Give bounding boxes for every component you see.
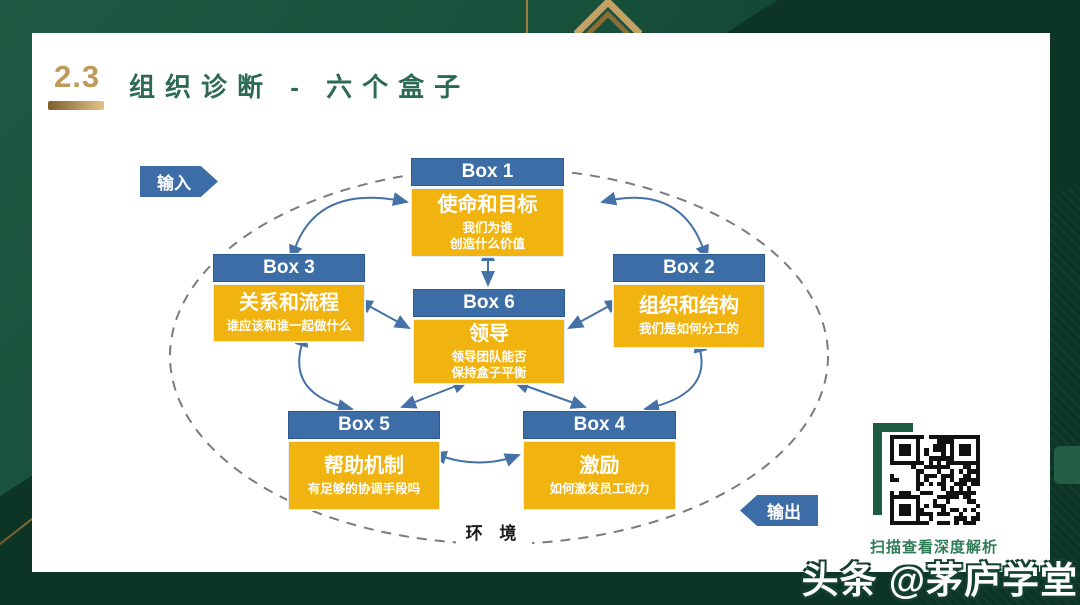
box-4: Box 4 激励 如何激发员工动力 bbox=[523, 411, 676, 510]
box-3: Box 3 关系和流程 谁应该和谁一起做什么 bbox=[213, 254, 365, 342]
box-5-title: 帮助机制 bbox=[324, 454, 404, 477]
box-6-title: 领导 bbox=[469, 322, 509, 345]
section-number: 2.3 bbox=[54, 59, 101, 94]
box-1-subtitle: 我们为谁创造什么价值 bbox=[449, 220, 525, 251]
gold-line-decoration bbox=[526, 0, 528, 34]
box-6: Box 6 领导 领导团队能否保持盒子平衡 bbox=[413, 289, 565, 384]
connector-arrows bbox=[169, 167, 829, 545]
corner-chip-decoration bbox=[1054, 446, 1080, 484]
box-6-header: Box 6 bbox=[413, 289, 565, 317]
watermark: 头条 @茅庐学堂 bbox=[801, 560, 1078, 601]
section-underline bbox=[48, 101, 104, 110]
box-2-subtitle: 我们是如何分工的 bbox=[638, 322, 739, 337]
qr-corner-bracket bbox=[873, 423, 913, 515]
environment-label: 环 境 bbox=[456, 520, 532, 548]
slide-card: 2.3 组织诊断 - 六个盒子 输入 输出 Box bbox=[32, 33, 1050, 572]
qr-code bbox=[888, 433, 982, 527]
qr-caption: 扫描查看深度解析 bbox=[870, 539, 999, 556]
box-1-title: 使命和目标 bbox=[437, 193, 538, 216]
box-2-title: 组织和结构 bbox=[639, 295, 739, 318]
output-label: 输出 bbox=[767, 503, 801, 522]
box-3-title: 关系和流程 bbox=[239, 292, 339, 315]
box-3-header: Box 3 bbox=[213, 254, 365, 282]
box-1: Box 1 使命和目标 我们为谁创造什么价值 bbox=[411, 158, 564, 257]
box-4-header: Box 4 bbox=[523, 411, 676, 439]
box-4-subtitle: 如何激发员工动力 bbox=[549, 481, 650, 496]
box-6-subtitle: 领导团队能否保持盒子平衡 bbox=[451, 349, 527, 380]
input-arrow: 输入 bbox=[140, 166, 218, 197]
box-5-header: Box 5 bbox=[288, 411, 440, 439]
box-4-title: 激励 bbox=[579, 454, 620, 477]
box-2-header: Box 2 bbox=[613, 254, 765, 282]
box-5-subtitle: 有足够的协调手段吗 bbox=[307, 481, 421, 496]
output-arrow: 输出 bbox=[740, 495, 818, 526]
box-1-header: Box 1 bbox=[411, 158, 564, 186]
page-title: 组织诊断 - 六个盒子 bbox=[129, 72, 471, 102]
gold-chevron-icon bbox=[573, 0, 643, 36]
box-5: Box 5 帮助机制 有足够的协调手段吗 bbox=[288, 411, 440, 510]
box-2: Box 2 组织和结构 我们是如何分工的 bbox=[613, 254, 765, 348]
box-3-subtitle: 谁应该和谁一起做什么 bbox=[226, 319, 352, 334]
input-label: 输入 bbox=[157, 174, 191, 193]
